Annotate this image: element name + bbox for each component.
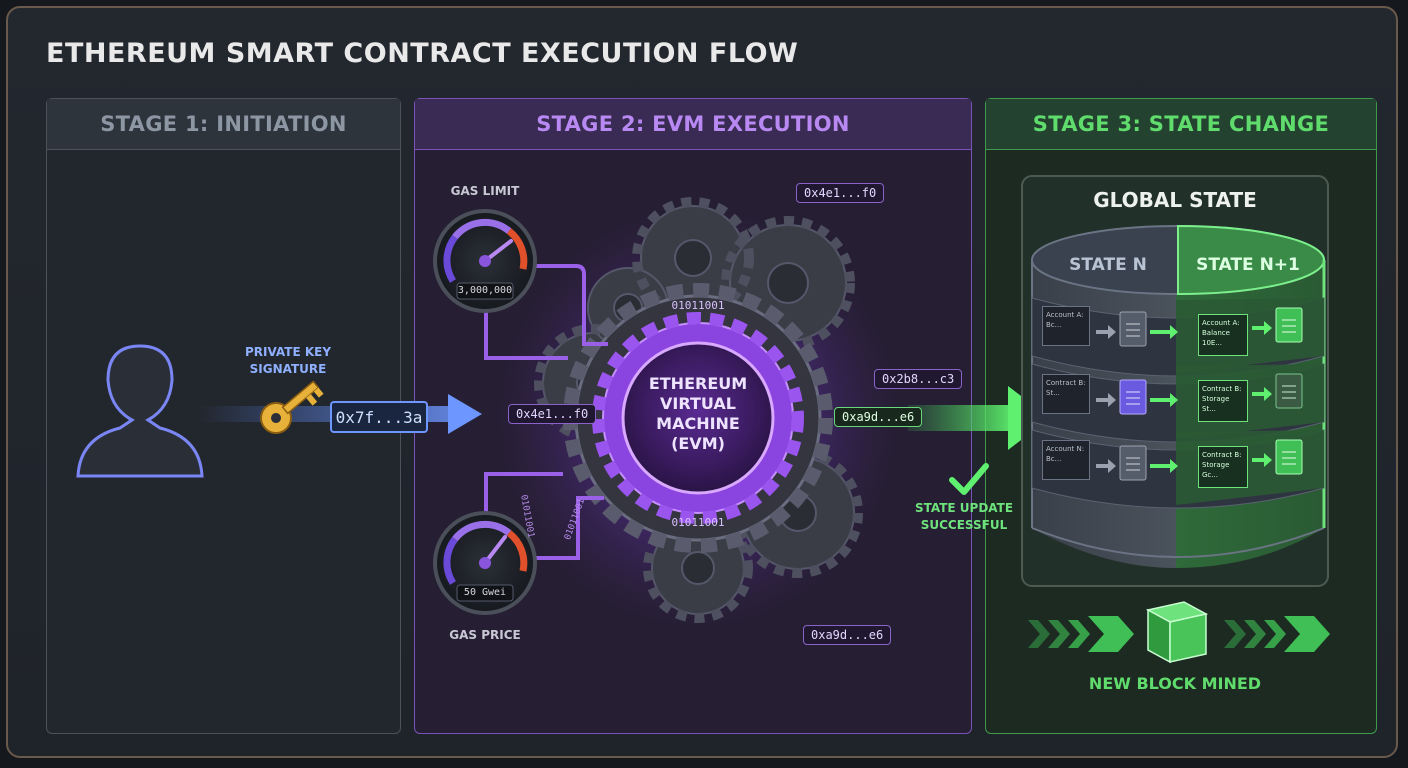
entry-line: Contract B: xyxy=(1046,379,1086,387)
gear-icon xyxy=(640,205,746,311)
hex-input-tag: 0x4e1...f0 xyxy=(508,404,597,424)
entry-line: Account A: xyxy=(1202,319,1240,327)
entry-line: Gc... xyxy=(1202,471,1218,479)
chevron-arrow-icon xyxy=(1284,616,1330,652)
transaction-hash-box: 0x7f...3a xyxy=(330,401,428,433)
evm-core-line1: ETHEREUM xyxy=(648,374,748,393)
state-n-entry: Account N: Bc... xyxy=(1042,440,1090,480)
document-icon xyxy=(1275,307,1303,343)
entry-line: Balance xyxy=(1202,329,1230,337)
hex-output-tag: 0xa9d...e6 xyxy=(834,407,923,427)
row-arrow-icon xyxy=(1096,393,1116,407)
state-update-line2: SUCCESSFUL xyxy=(920,518,1008,532)
row-arrow-icon xyxy=(1150,325,1178,339)
gear-teeth xyxy=(632,197,754,319)
row-arrow-icon xyxy=(1096,459,1116,473)
entry-line: Bc... xyxy=(1046,455,1062,463)
diagram-frame: ETHEREUM SMART CONTRACT EXECUTION FLOW S… xyxy=(6,6,1398,758)
cylinder-bottom xyxy=(1031,527,1325,558)
chevron-arrow-icon xyxy=(1068,620,1090,648)
private-key-label-line1: PRIVATE KEY xyxy=(244,345,332,359)
new-block-label: NEW BLOCK MINED xyxy=(1088,674,1262,693)
document-icon xyxy=(1119,311,1147,347)
state-n-entry: Account A: Bc... xyxy=(1042,306,1090,346)
state-n1-label: STATE N+1 xyxy=(1196,255,1300,275)
state-update-label: STATE UPDATE SUCCESSFUL xyxy=(912,500,1016,534)
evm-core-line2: VIRTUAL xyxy=(660,394,736,413)
row-arrow-icon xyxy=(1252,387,1272,401)
private-key-label: PRIVATE KEY SIGNATURE xyxy=(228,344,348,378)
chevron-arrow-icon xyxy=(1048,620,1070,648)
document-icon xyxy=(1275,439,1303,475)
row-arrow-icon xyxy=(1252,321,1272,335)
document-icon xyxy=(1275,373,1303,409)
evm-core xyxy=(621,341,775,495)
page-title: ETHEREUM SMART CONTRACT EXECUTION FLOW xyxy=(46,38,799,69)
gas-price-label: GAS PRICE xyxy=(449,628,521,642)
chevron-arrow-icon xyxy=(1264,620,1286,648)
key-icon xyxy=(260,380,324,434)
state-n1-entry: Contract B: Storage St... xyxy=(1198,380,1248,422)
entry-line: Account N: xyxy=(1046,445,1085,453)
chevron-arrow-icon xyxy=(1224,620,1246,648)
row-arrow-icon xyxy=(1096,325,1116,339)
entry-line: Storage xyxy=(1202,395,1230,403)
evm-inner-gear-teeth xyxy=(592,312,804,524)
evm-core-label: ETHEREUM VIRTUAL MACHINE (EVM) xyxy=(623,374,773,454)
row-arrow-icon xyxy=(1150,393,1178,407)
chevron-arrow-icon xyxy=(1088,616,1134,652)
entry-line: 10E... xyxy=(1202,339,1223,347)
entry-line: Storage xyxy=(1202,461,1230,469)
document-icon xyxy=(1119,379,1147,415)
state-n1-entry: Account A: Balance 10E... xyxy=(1198,314,1248,356)
chevron-arrow-icon xyxy=(1028,620,1050,648)
hex-bottom-tag: 0xa9d...e6 xyxy=(803,625,892,645)
entry-line: Contract B: xyxy=(1202,451,1242,459)
stage-3-header: STAGE 3: STATE CHANGE xyxy=(986,99,1376,150)
gas-limit-connector xyxy=(484,306,568,360)
gas-limit-value: 3,000,000 xyxy=(457,285,513,296)
user-silhouette-icon xyxy=(76,344,204,478)
entry-line: St... xyxy=(1046,389,1060,397)
cube-icon xyxy=(1145,601,1209,664)
hex-top-tag: 0x4e1...f0 xyxy=(796,183,885,203)
binary-top: 01011001 xyxy=(671,299,725,312)
row-arrow-icon xyxy=(1252,453,1272,467)
transaction-arrow-head xyxy=(448,394,482,434)
hex-right-tag: 0x2b8...c3 xyxy=(874,369,963,389)
stage-2-header: STAGE 2: EVM EXECUTION xyxy=(415,99,971,150)
row-arrow-icon xyxy=(1150,459,1178,473)
state-n1-entry: Contract B: Storage Gc... xyxy=(1198,446,1248,488)
gas-price-value: 50 Gwei xyxy=(463,587,507,598)
global-state-title: GLOBAL STATE xyxy=(1093,188,1257,212)
binary-bottom: 01011001 xyxy=(671,516,725,529)
gas-limit-connector xyxy=(536,264,608,346)
state-update-line1: STATE UPDATE xyxy=(914,501,1014,515)
evm-core-line3: MACHINE xyxy=(656,414,740,433)
document-icon xyxy=(1119,445,1147,481)
gas-price-connector xyxy=(484,472,563,518)
entry-line: Account A: xyxy=(1046,311,1084,319)
gauge-icon xyxy=(433,209,537,313)
evm-core-line4: (EVM) xyxy=(671,434,725,453)
gas-limit-label: GAS LIMIT xyxy=(450,184,520,198)
state-n-label: STATE N xyxy=(1069,255,1147,275)
entry-line: Bc... xyxy=(1046,321,1062,329)
entry-line: St... xyxy=(1202,405,1216,413)
stage-1-header: STAGE 1: INITIATION xyxy=(47,99,400,150)
gas-price-connector xyxy=(536,496,604,560)
gauge-icon xyxy=(433,511,537,615)
chevron-arrow-icon xyxy=(1244,620,1266,648)
private-key-label-line2: SIGNATURE xyxy=(249,362,327,376)
entry-line: Contract B: xyxy=(1202,385,1242,393)
state-update-arrow xyxy=(908,405,1018,431)
state-n-entry: Contract B: St... xyxy=(1042,374,1090,414)
checkmark-icon xyxy=(949,463,989,495)
